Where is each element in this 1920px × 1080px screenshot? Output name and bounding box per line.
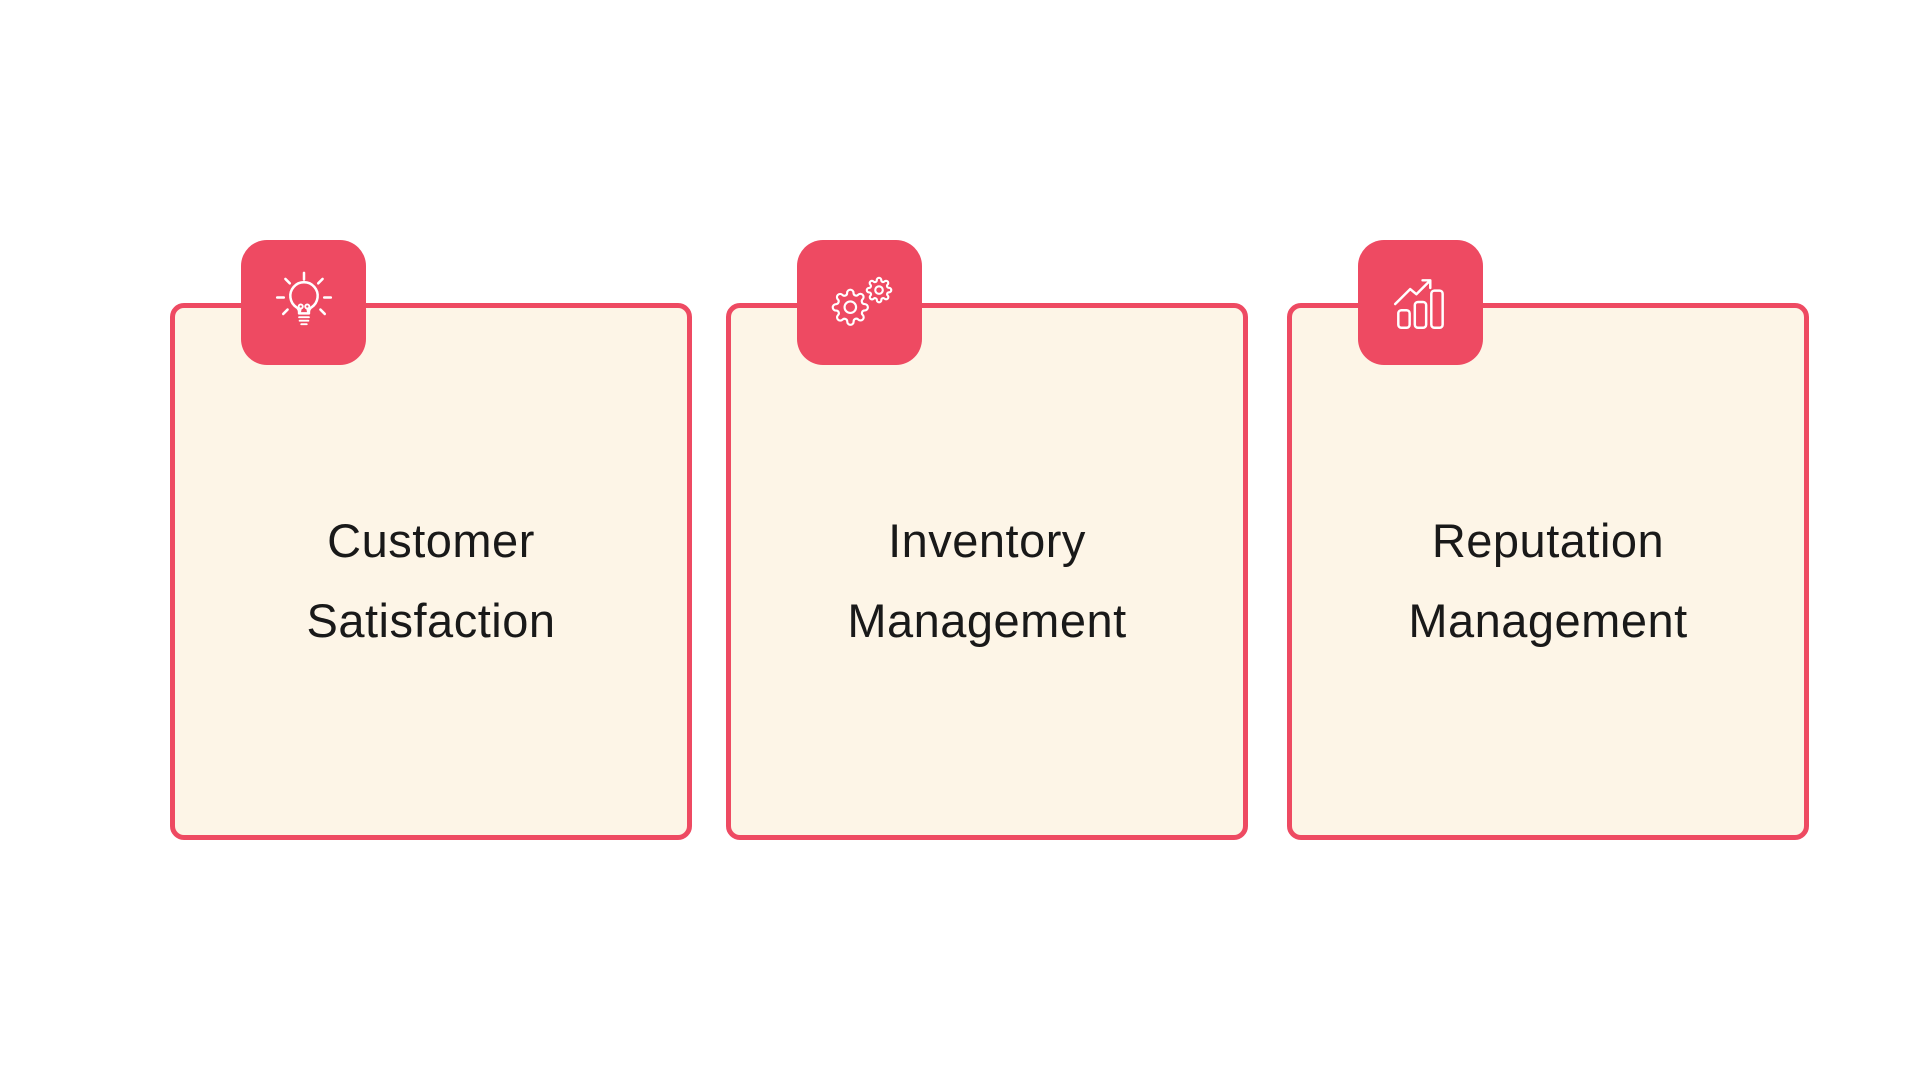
card-reputation-management: Reputation Management: [1287, 240, 1809, 840]
card-customer-satisfaction: Customer Satisfaction: [170, 240, 692, 840]
card-badge: [1358, 240, 1483, 365]
card-title-line: Management: [847, 593, 1127, 647]
card-title-line: Reputation: [1431, 513, 1665, 567]
growth-bar-chart-icon: [1393, 278, 1444, 329]
card-title-line: Management: [1408, 593, 1688, 647]
card-title: Reputation Management: [1408, 501, 1687, 661]
card-badge: [797, 240, 922, 365]
card-title: Inventory Management: [847, 501, 1126, 661]
card-title-line: Customer: [327, 513, 535, 567]
card-title-line: Inventory: [888, 513, 1086, 567]
card-badge: [241, 240, 366, 365]
gears-icon: [831, 276, 892, 326]
lightbulb-idea-icon: [275, 271, 332, 325]
card-title: Customer Satisfaction: [307, 501, 556, 661]
card-title-line: Satisfaction: [306, 593, 556, 647]
card-inventory-management: Inventory Management: [726, 240, 1248, 840]
